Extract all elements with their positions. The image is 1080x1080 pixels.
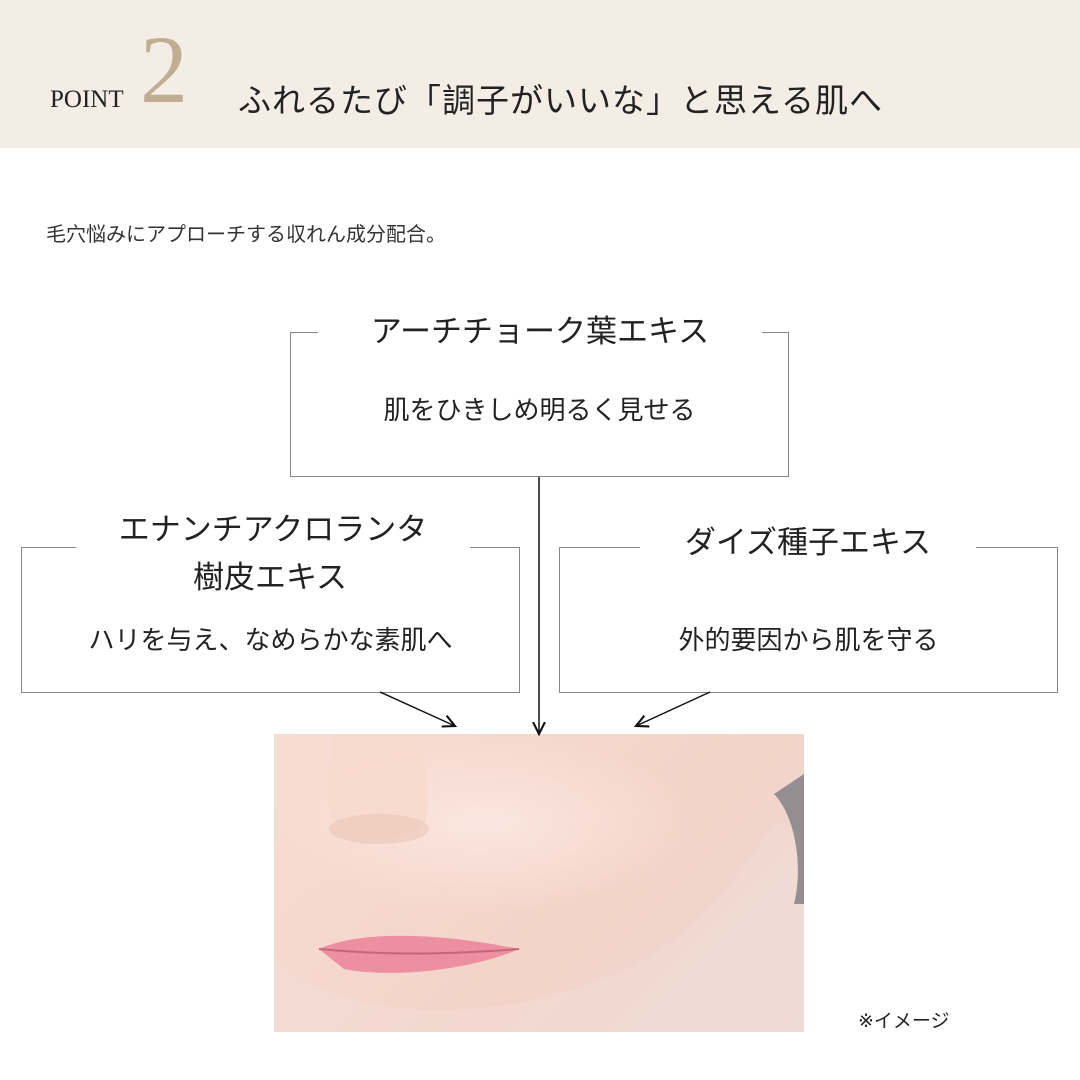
ingredient-name: ダイズ種子エキス: [640, 519, 976, 567]
page-title: ふれるたび「調子がいいな」と思える肌へ: [238, 81, 884, 120]
face-illustration: [274, 734, 804, 1032]
ingredient-effect: ハリを与え、なめらかな素肌へ: [88, 626, 453, 656]
image-caption: ※イメージ: [858, 1010, 950, 1032]
ingredient-name-line1: エナンチアクロランタ: [76, 506, 470, 554]
header-banner: POINT 2 ふれるたび「調子がいいな」と思える肌へ: [0, 0, 1080, 148]
point-label: POINT: [50, 86, 124, 113]
ingredient-effect: 外的要因から肌を守る: [678, 626, 939, 656]
ingredient-effect: 肌をひきしめ明るく見せる: [383, 396, 696, 426]
point-number: 2: [140, 16, 188, 123]
face-photo: [274, 734, 804, 1032]
arrow-right: [636, 691, 711, 726]
lead-text: 毛穴悩みにアプローチする収れん成分配合。: [46, 222, 446, 246]
arrow-left: [379, 691, 455, 726]
ingredient-name-line2: 樹皮エキス: [192, 560, 348, 596]
ingredient-name: アーチチョーク葉エキス: [318, 308, 762, 356]
